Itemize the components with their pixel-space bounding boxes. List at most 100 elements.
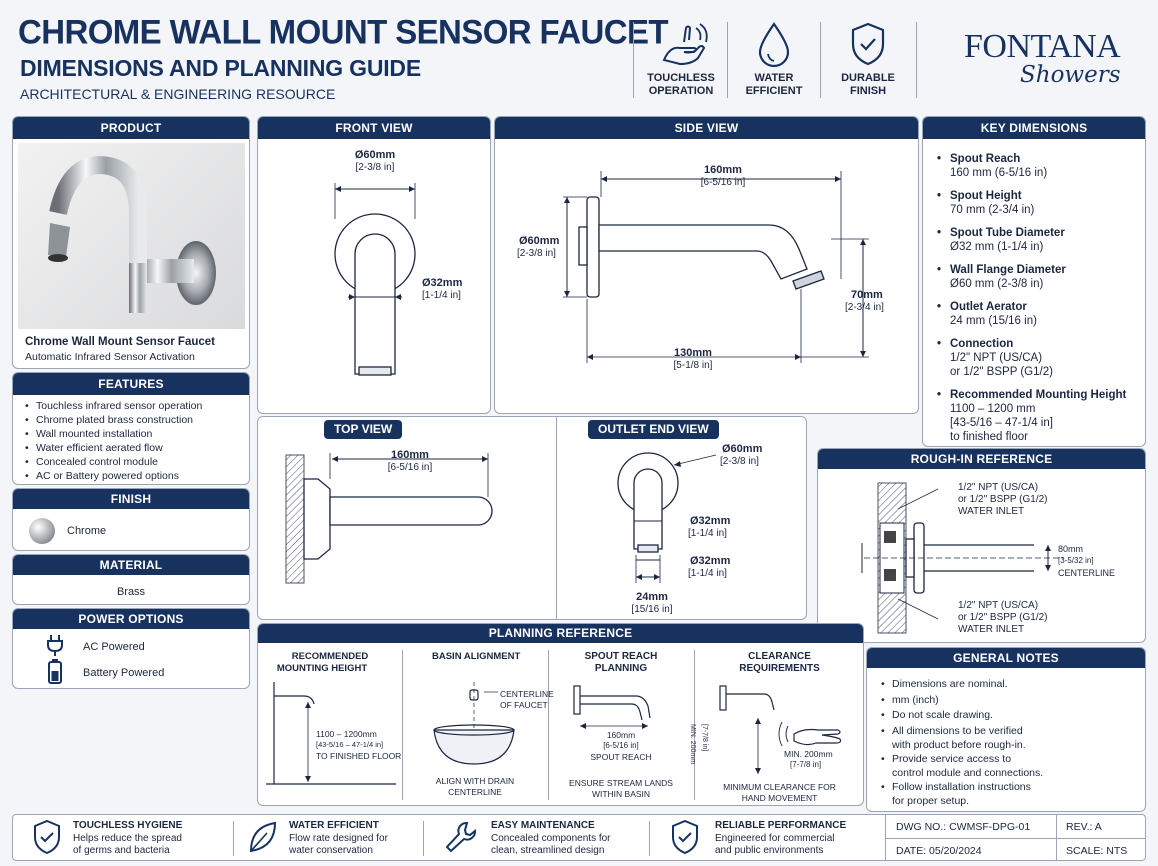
date: DATE: 05/20/2024 [896,845,982,857]
footer-bar: TOUCHLESS HYGIENE Helps reduce the sprea… [12,814,1146,861]
roughin-in2a: 1/2" NPT (US/CA) [958,600,1039,611]
roughin-in1a: 1/2" NPT (US/CA) [958,482,1039,493]
side-flange: Ø60mm [519,235,560,247]
plan-clear-v1: MIN. 200mm [784,749,833,759]
plan-reach-t2: PLANNING [594,663,648,674]
side-proj-in: [5-1/8 in] [673,360,713,371]
footer-title-1: WATER EFFICIENT [289,820,379,831]
shield-check-icon [672,819,698,855]
brand-logo: FONTANA Showers [928,26,1148,96]
outlet-view-drawing [617,452,717,583]
power-ac: AC Powered [83,641,145,653]
side-flange-in: [2-3/8 in] [517,248,556,259]
badge-durable: DURABLE FINISH [822,20,914,100]
finish-head: FINISH [13,489,249,509]
brand-tagline: Showers [1020,62,1121,88]
scale: SCALE: NTS [1066,845,1128,857]
outlet-d3b: [1-1/4 in] [688,568,727,579]
footer-title-0: TOUCHLESS HYGIENE [73,820,183,831]
key-dims-head: KEY DIMENSIONS [923,117,1145,139]
finish-value: Chrome [67,525,107,537]
features-item: Chrome plated brass construction [25,413,202,427]
footer-l1-3: Engineered for commercial [715,833,835,844]
roughin-in2b: or 1/2" BSPP (G1/2) [958,612,1048,623]
power-head: POWER OPTIONS [13,609,249,629]
chrome-swatch-icon [29,518,55,544]
plan-mount-drawing [266,682,396,785]
shield-check-icon [34,819,60,855]
roughin-panel: ROUGH-IN REFERENCE 1/2" NPT (US/CA) or 1… [817,448,1146,643]
front-view-head: FRONT VIEW [258,117,490,139]
plan-mount-v1: 1100 – 1200mm [316,729,377,739]
side-view-drawing [563,171,869,363]
plan-basin-c2: OF FAUCET [500,700,548,710]
note-item: Follow installation instructions for pro… [881,780,1143,808]
outlet-wb: [15/16 in] [631,604,673,615]
shield-check-icon [851,22,885,66]
plan-basin-n1: ALIGN WITH DRAIN [435,776,515,786]
badge-water-line2: EFFICIENT [745,85,803,97]
top-view-drawing [285,453,493,584]
features-panel: FEATURES Touchless infrared sensor opera… [12,372,250,485]
top-reach-in: [6-5/16 in] [387,462,433,473]
rev: REV.: A [1066,821,1102,833]
side-height: 70mm [851,289,883,301]
top-reach: 160mm [391,449,429,461]
plan-clear-side1: MIN. 200mm [689,724,696,765]
plan-clear-t1: CLEARANCE [748,651,811,662]
outlet-d3: Ø32mm [690,555,731,567]
front-view-panel: FRONT VIEW Ø60mm [2-3/8 in] Ø32mm [1-1/4… [257,116,491,414]
product-desc: Automatic Infrared Sensor Activation [25,351,195,363]
planning-panel: PLANNING REFERENCE RECOMMENDED MOUNTING … [257,623,864,806]
features-item: Concealed control module [25,455,202,469]
plan-reach-t1: SPOUT REACH [584,651,658,662]
plan-basin-c1: CENTERLINE [500,689,554,699]
footer-title-2: EASY MAINTENANCE [491,820,595,831]
features-item: AC or Battery powered options [25,469,202,483]
footer-l2-3: and public environments [715,845,824,856]
footer-l2-0: of germs and bacteria [73,845,170,856]
note-item: Provide service access to control module… [881,752,1143,780]
plan-mount-v2: [43-5/16 – 47-1/4 in] [316,740,384,749]
plan-clear-side2: [7-7/8 in] [701,724,708,752]
front-d1b: [2-3/8 in] [355,162,395,173]
plan-reach-n2: WITHIN BASIN [591,789,651,799]
side-height-in: [2-3/4 in] [845,302,884,313]
outlet-w: 24mm [636,591,668,603]
plan-reach-n1: ENSURE STREAM LANDS [569,778,673,788]
power-battery: Battery Powered [83,667,165,679]
note-item: Dimensions are nominal. [881,677,1143,693]
side-proj: 130mm [674,347,712,359]
product-panel: PRODUCT Chrome Wall Mount Sensor Faucet … [12,116,250,369]
page-subtitle: DIMENSIONS AND PLANNING GUIDE [20,55,421,81]
front-view-drawing [334,183,416,376]
note-item: Do not scale drawing. [881,708,1143,724]
features-item: Wall mounted installation [25,427,202,441]
top-outlet-panel: TOP VIEW 160mm [6-5/16 in] OUTLET END VI… [257,416,807,620]
top-view-head: TOP VIEW [324,420,403,439]
planning-head: PLANNING REFERENCE [258,624,863,643]
plan-reach-v3: SPOUT REACH [590,752,652,762]
plan-reach-v1: 160mm [606,730,636,740]
product-name: Chrome Wall Mount Sensor Faucet [25,336,215,348]
badge-durable-line1: DURABLE [841,72,895,84]
roughin-c3: CENTERLINE [1058,568,1116,578]
badge-touchless-line1: TOUCHLESS [647,72,715,84]
features-item: Touchless infrared sensor operation [25,399,202,413]
touchless-hand-icon [662,23,708,66]
badge-water-line1: WATER [754,72,794,84]
plan-clear-n2: HAND MOVEMENT [741,793,818,803]
page-title: CHROME WALL MOUNT SENSOR FAUCET [18,12,669,51]
notes-head: GENERAL NOTES [867,648,1145,668]
badge-touchless: TOUCHLESS OPERATION [636,20,726,100]
note-item: All dimensions to be verified with produ… [881,724,1143,752]
product-head: PRODUCT [13,117,249,139]
plan-reach-drawing [573,685,651,729]
notes-list: Dimensions are nominal. mm (inch) Do not… [881,677,1143,808]
battery-icon [48,659,62,684]
